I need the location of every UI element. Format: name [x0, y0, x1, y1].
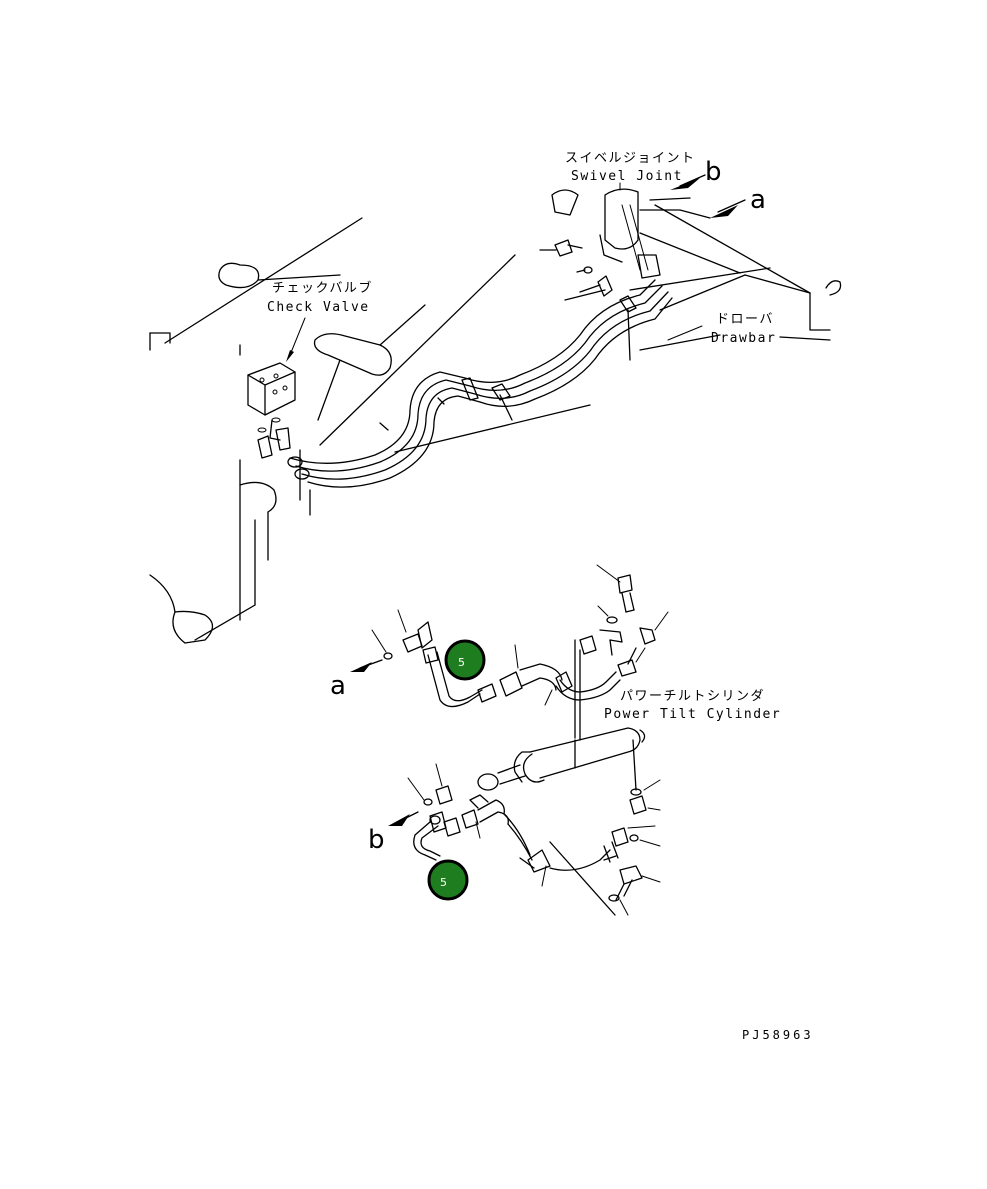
marker-b-top: b — [705, 157, 722, 187]
check-valve-label-jp: チェックバルブ — [272, 280, 373, 296]
hose-b — [407, 763, 616, 916]
callout-badge-1-circle — [444, 639, 486, 681]
power-tilt-label-jp: パワーチルトシリンダ — [620, 689, 765, 704]
marker-b-bottom: b — [368, 825, 385, 855]
callout-badge-1[interactable]: 5 — [444, 639, 486, 681]
check-valve — [247, 362, 296, 459]
cylinder-fittings-upper — [579, 564, 669, 677]
marker-a-top-arrow — [639, 199, 746, 219]
drawbar-label-jp: ドローバ — [716, 312, 774, 327]
swivel-joint-label-en: Swivel Joint — [571, 169, 683, 184]
marker-b-bottom-arrow — [388, 811, 419, 826]
callout-badge-1-number: 5 — [458, 656, 465, 669]
callout-badge-2-number: 5 — [440, 876, 447, 889]
check-valve-leader — [286, 317, 306, 362]
marker-a-bottom-arrow — [350, 659, 383, 672]
drawing-code: PJ58963 — [742, 1028, 814, 1042]
marker-a-bottom: a — [330, 671, 346, 701]
callout-badge-2[interactable]: 5 — [427, 859, 469, 901]
drawbar-leader — [667, 325, 703, 341]
marker-a-top: a — [750, 185, 766, 215]
upper-hose-lines — [287, 279, 673, 488]
cylinder-fittings-lower — [603, 795, 661, 916]
marker-b-top-arrow — [649, 174, 706, 201]
check-valve-label-en: Check Valve — [267, 300, 370, 315]
hose-a — [371, 609, 621, 708]
swivel-fittings — [539, 239, 613, 297]
power-tilt-cylinder — [477, 639, 661, 796]
power-tilt-label-en: Power Tilt Cylinder — [604, 707, 781, 722]
machine-frame — [149, 204, 842, 644]
swivel-joint — [551, 188, 661, 279]
drawbar-label-en: Drawbar — [711, 331, 776, 346]
swivel-joint-label-jp: スイベルジョイント — [565, 151, 696, 166]
callout-badge-2-circle — [427, 859, 469, 901]
